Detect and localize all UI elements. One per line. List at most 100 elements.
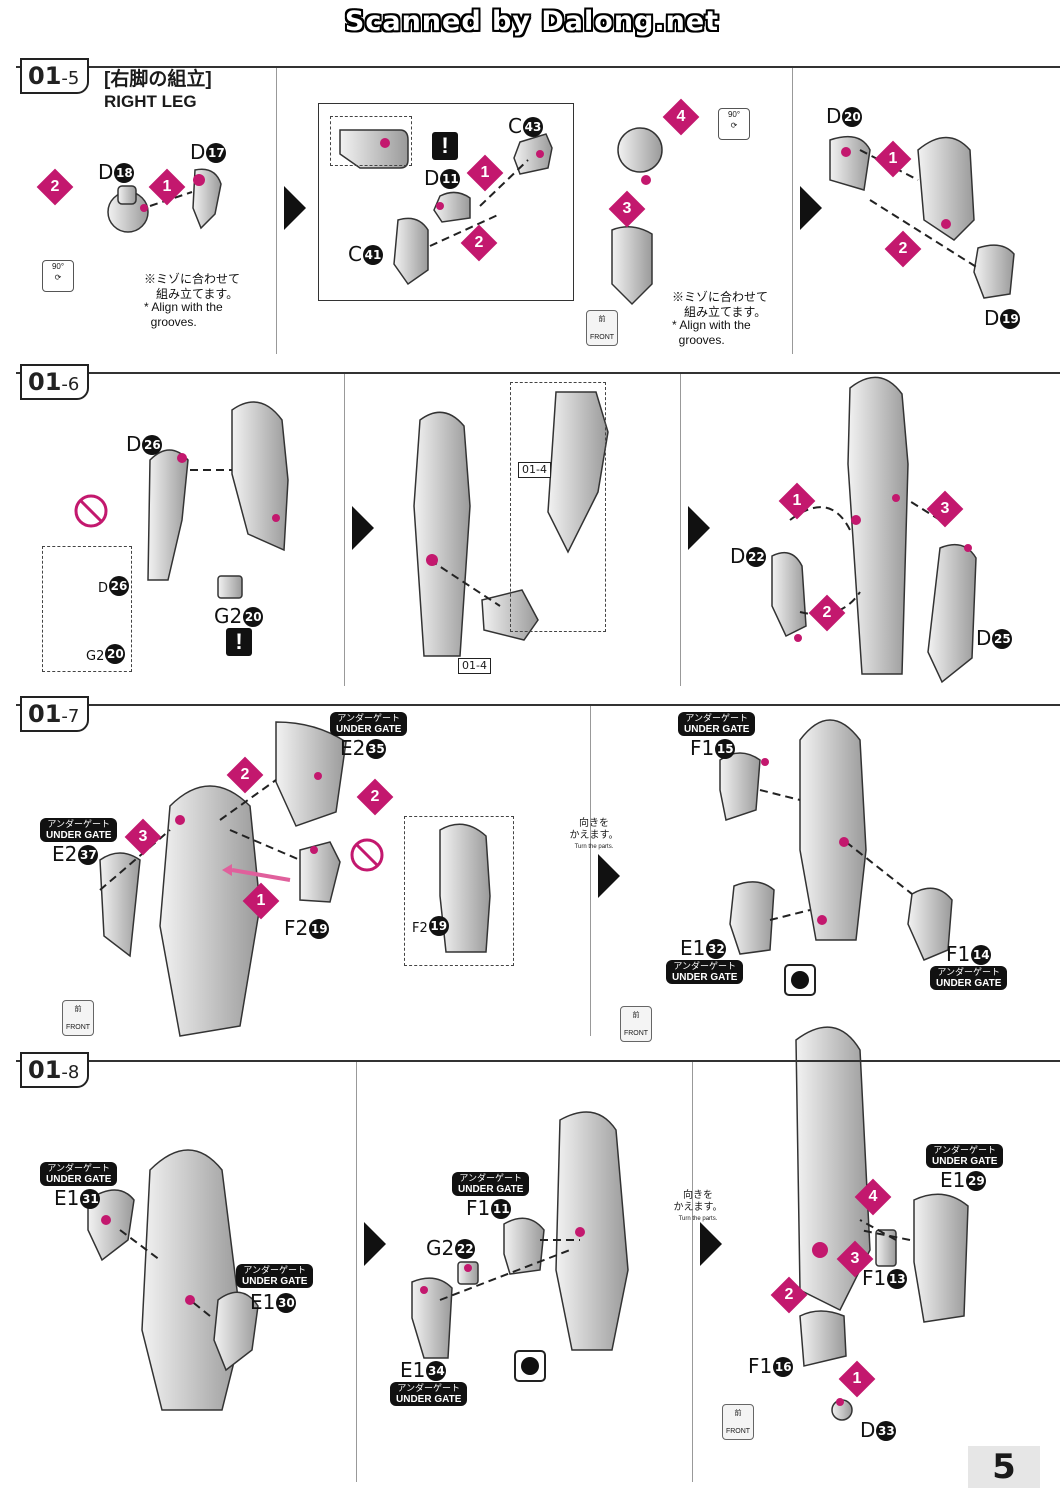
page-number: 5 — [968, 1446, 1040, 1488]
step-marker: 1 — [874, 140, 912, 178]
step-01-5-tag: 01-5 — [20, 58, 90, 94]
next-step-arrow — [284, 186, 306, 230]
step-01-6-section — [16, 372, 1060, 690]
divider — [680, 374, 681, 686]
detail-box — [318, 103, 574, 301]
divider — [276, 68, 277, 354]
next-step-arrow — [700, 1222, 722, 1266]
step-tag-main: 01 — [28, 62, 62, 90]
rotate-90-icon: 90°⟳ — [718, 108, 750, 140]
next-step-arrow — [598, 854, 620, 898]
step-01-5-title-jp: [右脚の組立] — [104, 69, 212, 90]
step-marker: 3 — [608, 190, 646, 228]
align-note-jp: ※ミゾに合わせて 組み立てます。 — [672, 290, 769, 319]
step-marker: 3 — [124, 818, 162, 856]
step-marker: 1 — [838, 1360, 876, 1398]
step-tag-sub: -5 — [61, 68, 80, 89]
step-01-8-tag: 01-8 — [20, 1052, 90, 1088]
turn-parts-note: 向きを かえます。Turn the parts. — [569, 818, 619, 850]
step-reference-01-4: 01-4 — [458, 658, 491, 674]
divider — [344, 374, 345, 686]
step-marker: 1 — [242, 882, 280, 920]
step-marker: 2 — [36, 168, 74, 206]
step-marker: 2 — [808, 594, 846, 632]
detail-inset — [510, 382, 606, 632]
next-step-arrow — [688, 506, 710, 550]
detail-inset — [404, 816, 514, 966]
next-step-arrow — [352, 506, 374, 550]
step-marker: 2 — [356, 778, 394, 816]
rotate-90-icon: 90°⟳ — [42, 260, 74, 292]
step-01-5-section — [16, 66, 1060, 358]
step-marker: 2 — [770, 1276, 808, 1314]
detail-inset — [42, 546, 132, 672]
no-cut-icon — [350, 838, 384, 872]
align-note-en: * Align with the grooves. — [144, 300, 223, 329]
align-note-jp: ※ミゾに合わせて 組み立てます。 — [144, 272, 241, 301]
divider — [590, 706, 591, 1036]
step-01-7-tag: 01-7 — [20, 696, 90, 732]
step-01-8-section — [16, 1060, 1060, 1482]
step-marker: 4 — [662, 98, 700, 136]
step-marker: 2 — [460, 224, 498, 262]
step-reference-01-4: 01-4 — [518, 462, 551, 478]
step-marker: 1 — [466, 154, 504, 192]
step-01-7-section — [16, 704, 1060, 1040]
divider — [792, 68, 793, 354]
step-01-5-title-en: RIGHT LEG — [104, 92, 197, 111]
next-step-arrow — [800, 186, 822, 230]
step-marker: 1 — [148, 168, 186, 206]
gate-cut-icon — [514, 1350, 546, 1382]
step-marker: 4 — [854, 1178, 892, 1216]
step-marker: 2 — [226, 756, 264, 794]
caution-icon: ! — [432, 132, 458, 160]
detail-inset — [330, 116, 412, 166]
step-marker: 2 — [884, 230, 922, 268]
next-step-arrow — [364, 1222, 386, 1266]
step-marker: 1 — [778, 482, 816, 520]
step-marker: 3 — [926, 490, 964, 528]
turn-parts-note: 向きを かえます。Turn the parts. — [673, 1190, 723, 1222]
scanner-watermark: Scanned by Dalong.net — [344, 6, 720, 37]
divider — [356, 1062, 357, 1482]
